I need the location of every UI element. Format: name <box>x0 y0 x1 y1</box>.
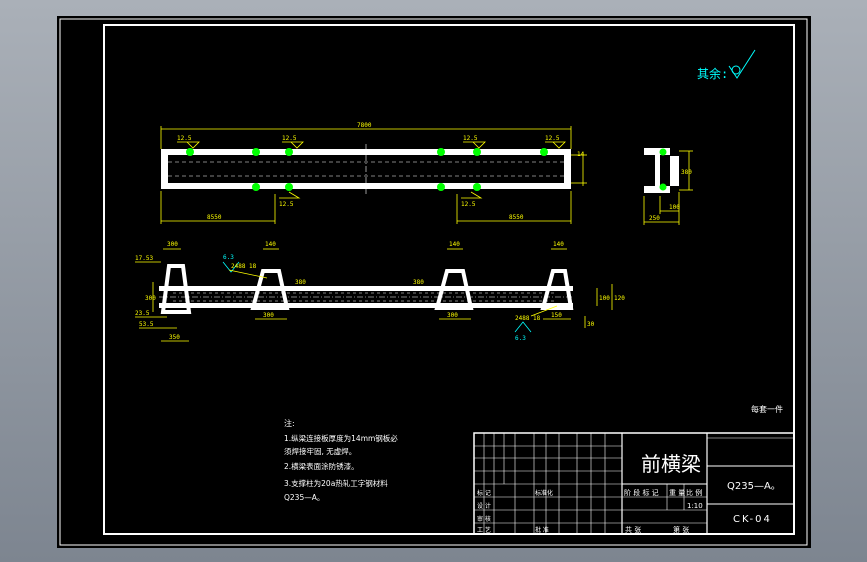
plan-dim-bottom: 150 <box>551 312 562 319</box>
side-dim-width: 100 <box>669 204 680 211</box>
weld-label: 12.5 <box>545 135 560 142</box>
plan-dim-inner: 380 <box>295 279 306 286</box>
plan-dim-right: 120 <box>614 295 625 302</box>
weight-label: 重 量 <box>669 489 685 497</box>
notes-heading: 注: <box>284 418 295 428</box>
side-dim-height: 380 <box>681 169 692 176</box>
sheet-number: 第 张 <box>673 525 689 534</box>
support-2 <box>250 269 290 310</box>
scale-value: 1:10 <box>687 502 703 510</box>
plan-weld-callout: 2488 18 <box>231 263 257 270</box>
plan-dim-left: 17.53 <box>135 255 153 262</box>
plan-dim-left-height: 300 <box>145 295 156 302</box>
stage-mark-label: 阶 段 标 记 <box>624 488 659 497</box>
side-bottom-flange <box>644 186 670 193</box>
weld-label: 12.5 <box>282 135 297 142</box>
plan-dim-bottom: 300 <box>447 312 458 319</box>
weld-point <box>540 148 548 156</box>
dim-overall-length: 7800 <box>357 122 372 129</box>
title-block-label: 设 计 <box>477 502 491 510</box>
drawing-sheet: 其余: 7800 8550 8550 <box>57 16 811 548</box>
weld-point <box>473 183 481 191</box>
side-plate <box>670 156 679 186</box>
side-web <box>655 148 660 193</box>
title-block-label: 批 准 <box>535 526 549 534</box>
dim-right-span: 8550 <box>509 214 524 221</box>
weld-point <box>437 148 445 156</box>
weld-symbol-icon <box>222 261 240 273</box>
title-block-label: 审 核 <box>477 515 491 523</box>
dim-front-height: 14 <box>577 151 585 158</box>
note-line: 3.支撑柱为20a热轧工字钢材料 <box>284 478 388 488</box>
plan-weld-note: 6.3 <box>515 335 526 342</box>
side-view: 380 100 250 <box>643 148 693 225</box>
title-block-label: 标 记 <box>477 489 491 497</box>
weld-label: 12.5 <box>463 135 478 142</box>
plan-dim-left: 53.5 <box>139 321 154 328</box>
weld-point <box>252 148 260 156</box>
weld-label-group: 12.5 12.5 12.5 12.5 12.5 12.5 <box>177 135 566 208</box>
support-right <box>540 269 574 310</box>
title-block: 标 记 设 计 审 核 工 艺 标准化 批 准 前横梁 Q235—A。 CK-0… <box>473 432 795 535</box>
front-view: 7800 8550 8550 14 12.5 12.5 12.5 12.5 12… <box>160 122 587 224</box>
plan-dim-top: 140 <box>553 241 564 248</box>
plan-dim-top: 140 <box>265 241 276 248</box>
weld-point <box>285 183 293 191</box>
plan-dim-top: 300 <box>167 241 178 248</box>
quantity-note: 每套一件 <box>751 404 783 414</box>
plan-dim-left: 23.5 <box>135 310 150 317</box>
weld-label: 12.5 <box>177 135 192 142</box>
weld-point <box>285 148 293 156</box>
weld-symbol-icon <box>514 321 532 333</box>
inner-frame <box>103 24 795 535</box>
plan-weld-note: 6.3 <box>223 254 234 261</box>
weld-label: 12.5 <box>461 201 476 208</box>
surface-finish-label: 其余: <box>697 66 728 81</box>
part-name: 前横梁 <box>641 452 701 476</box>
note-line: 1.纵梁连接板厚度为14mm钢板必 <box>284 433 398 443</box>
note-line: Q235—A。 <box>284 493 324 502</box>
plan-weld-callout: 2488 18 <box>515 315 541 322</box>
weld-point <box>186 148 194 156</box>
outer-frame <box>59 18 808 546</box>
sheet-total: 共 张 <box>625 525 641 534</box>
title-block-label: 工 艺 <box>477 526 491 534</box>
weld-point <box>659 148 667 156</box>
title-block-label: 标准化 <box>535 489 553 497</box>
plan-dim-right: 30 <box>587 321 595 328</box>
side-dim-bottom: 250 <box>649 215 660 222</box>
front-beam-left-end <box>161 149 168 189</box>
weld-point <box>659 183 667 191</box>
plan-dim-bottom: 300 <box>263 312 274 319</box>
weld-label: 12.5 <box>279 201 294 208</box>
weld-point <box>437 183 445 191</box>
drawing-number: CK-04 <box>733 514 772 525</box>
scale-label: 比 例 <box>686 488 702 497</box>
plan-dim-top: 140 <box>449 241 460 248</box>
plan-view: 300 140 140 140 17.53 23.5 53.5 300 350 … <box>135 241 625 342</box>
plan-dim-inner: 380 <box>413 279 424 286</box>
cad-drawing: 其余: 7800 8550 8550 <box>59 18 808 546</box>
support-3 <box>434 269 474 310</box>
note-line: 2.横梁表面涂防锈漆。 <box>284 461 359 471</box>
material-spec: Q235—A。 <box>727 481 781 492</box>
weld-point <box>252 183 260 191</box>
dim-left-span: 8550 <box>207 214 222 221</box>
roughness-symbol-icon <box>728 49 756 79</box>
plan-dim-bottom: 350 <box>169 334 180 341</box>
front-beam-right-end <box>564 149 571 189</box>
plan-dim-right: 100 <box>599 295 610 302</box>
support-left <box>160 264 192 314</box>
technical-notes: 注: 1.纵梁连接板厚度为14mm钢板必 须焊接牢固, 无虚焊。 2.横梁表面涂… <box>284 418 398 502</box>
weld-point <box>473 148 481 156</box>
note-line: 须焊接牢固, 无虚焊。 <box>284 446 356 456</box>
